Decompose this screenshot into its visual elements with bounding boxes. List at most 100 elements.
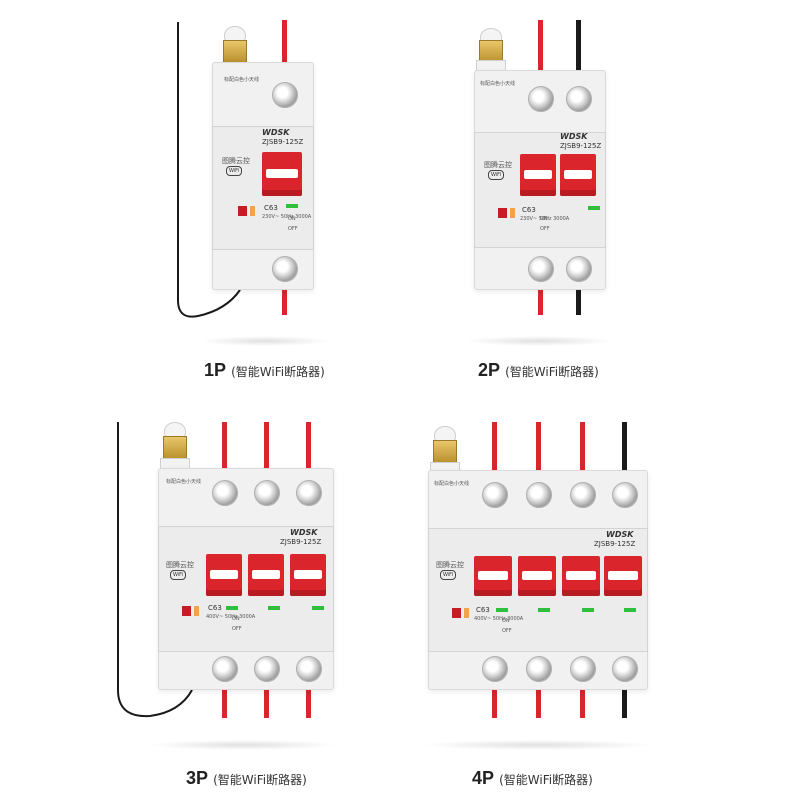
spec-text: 400V~ 50Hz 3000A — [206, 614, 256, 620]
on-indicator-3 — [582, 608, 594, 612]
module-label: 图腾云控 — [436, 561, 464, 569]
antenna-label: 标配白色小天线 — [480, 81, 516, 87]
terminal-screw-top-1[interactable] — [528, 86, 554, 112]
breaker-3p: 标配白色小天线 WDSK ZJSB9-125Z 图腾云控 WiFi C63 40… — [0, 400, 400, 800]
terminal-screw-bottom-1[interactable] — [212, 656, 238, 682]
test-button[interactable] — [238, 206, 247, 216]
test-button[interactable] — [498, 208, 507, 218]
off-label: OFF — [288, 226, 298, 232]
on-indicator — [286, 204, 298, 208]
antenna-cable — [177, 22, 241, 318]
terminal-screw-bottom-2[interactable] — [526, 656, 552, 682]
live-wire-top — [538, 20, 543, 75]
breaker-4p: 标配白色小天线 WDSK ZJSB9-125Z 图腾云控 WiFi C63 40… — [400, 400, 800, 800]
antenna-label: 标配白色小天线 — [434, 481, 470, 487]
spec-text: 230V~ 50Hz 3000A — [520, 216, 570, 222]
module-label: 图腾云控 — [484, 161, 512, 169]
off-label: OFF — [502, 628, 512, 634]
live-wire-top-2 — [536, 422, 541, 477]
toggle-handle-1[interactable] — [474, 556, 512, 596]
terminal-screw-top-1[interactable] — [212, 480, 238, 506]
toggle-handle-2[interactable] — [518, 556, 556, 596]
on-indicator — [588, 206, 600, 210]
toggle-handle-4[interactable] — [604, 556, 642, 596]
live-wire-top-2 — [264, 422, 269, 477]
caption: 3P (智能WiFi断路器) — [186, 768, 307, 789]
test-indicator — [250, 206, 255, 216]
toggle-handle-3[interactable] — [562, 556, 600, 596]
terminal-screw-top-2[interactable] — [526, 482, 552, 508]
caption: 1P (智能WiFi断路器) — [204, 360, 325, 381]
model-number: ZJSB9-125Z — [594, 540, 636, 548]
terminal-screw-bottom-2[interactable] — [566, 256, 592, 282]
terminal-screw-bottom-3[interactable] — [570, 656, 596, 682]
neutral-wire-bottom — [622, 688, 627, 718]
terminal-screw-bottom-3[interactable] — [296, 656, 322, 682]
toggle-handle-1[interactable] — [520, 154, 556, 196]
pole-label: 4P — [472, 768, 495, 788]
test-indicator — [510, 208, 515, 218]
wifi-icon: WiFi — [488, 170, 504, 180]
caption: 4P (智能WiFi断路器) — [472, 768, 593, 789]
terminal-screw-top[interactable] — [272, 82, 298, 108]
antenna-cable — [117, 422, 193, 718]
neutral-wire-top — [622, 422, 627, 477]
on-indicator-3 — [312, 606, 324, 610]
live-wire-bottom-2 — [264, 688, 269, 718]
terminal-screw-top-4[interactable] — [612, 482, 638, 508]
terminal-screw-bottom-1[interactable] — [528, 256, 554, 282]
live-wire-top-3 — [580, 422, 585, 477]
brand-logo: WDSK — [606, 530, 634, 539]
toggle-handle-2[interactable] — [560, 154, 596, 196]
terminal-screw-top-3[interactable] — [296, 480, 322, 506]
rating-label: C63 — [522, 206, 536, 214]
toggle-handle[interactable] — [262, 152, 302, 196]
live-wire-bottom-1 — [492, 688, 497, 718]
product-description: (智能WiFi断路器) — [499, 773, 593, 787]
neutral-wire-top — [576, 20, 581, 75]
off-label: OFF — [540, 226, 550, 232]
on-label: ON — [540, 216, 548, 222]
terminal-screw-bottom[interactable] — [272, 256, 298, 282]
wifi-icon: WiFi — [226, 166, 242, 176]
brand-logo: WDSK — [262, 128, 290, 137]
antenna-label: 标配白色小天线 — [166, 479, 202, 485]
on-label: ON — [232, 616, 240, 622]
test-button[interactable] — [452, 608, 461, 618]
drop-shadow — [420, 740, 654, 750]
pole-label: 2P — [478, 360, 501, 380]
live-wire-bottom-2 — [536, 688, 541, 718]
toggle-handle-2[interactable] — [248, 554, 284, 596]
spec-text: 230V~ 50Hz 3000A — [262, 214, 312, 220]
test-button[interactable] — [182, 606, 191, 616]
model-number: ZJSB9-125Z — [262, 138, 304, 146]
live-wire-bottom-3 — [306, 688, 311, 718]
live-wire-top — [282, 20, 287, 75]
module-label: 图腾云控 — [222, 157, 250, 165]
pole-label: 3P — [186, 768, 209, 788]
terminal-screw-top-1[interactable] — [482, 482, 508, 508]
terminal-screw-top-2[interactable] — [254, 480, 280, 506]
terminal-screw-bottom-4[interactable] — [612, 656, 638, 682]
model-number: ZJSB9-125Z — [280, 538, 322, 546]
live-wire-top-3 — [306, 422, 311, 477]
caption: 2P (智能WiFi断路器) — [478, 360, 599, 381]
terminal-screw-top-2[interactable] — [566, 86, 592, 112]
toggle-handle-3[interactable] — [290, 554, 326, 596]
toggle-handle-1[interactable] — [206, 554, 242, 596]
drop-shadow — [200, 336, 330, 346]
terminal-screw-bottom-1[interactable] — [482, 656, 508, 682]
live-wire-top-1 — [222, 422, 227, 477]
terminal-screw-bottom-2[interactable] — [254, 656, 280, 682]
spec-text: 400V~ 50Hz 3000A — [474, 616, 524, 622]
on-label: ON — [502, 618, 510, 624]
antenna-label: 标配白色小天线 — [224, 77, 260, 83]
drop-shadow — [148, 740, 338, 750]
product-description: (智能WiFi断路器) — [505, 365, 599, 379]
live-wire-top-1 — [492, 422, 497, 477]
drop-shadow — [464, 336, 614, 346]
terminal-screw-top-3[interactable] — [570, 482, 596, 508]
off-label: OFF — [232, 626, 242, 632]
pole-label: 1P — [204, 360, 227, 380]
brand-logo: WDSK — [290, 528, 318, 537]
